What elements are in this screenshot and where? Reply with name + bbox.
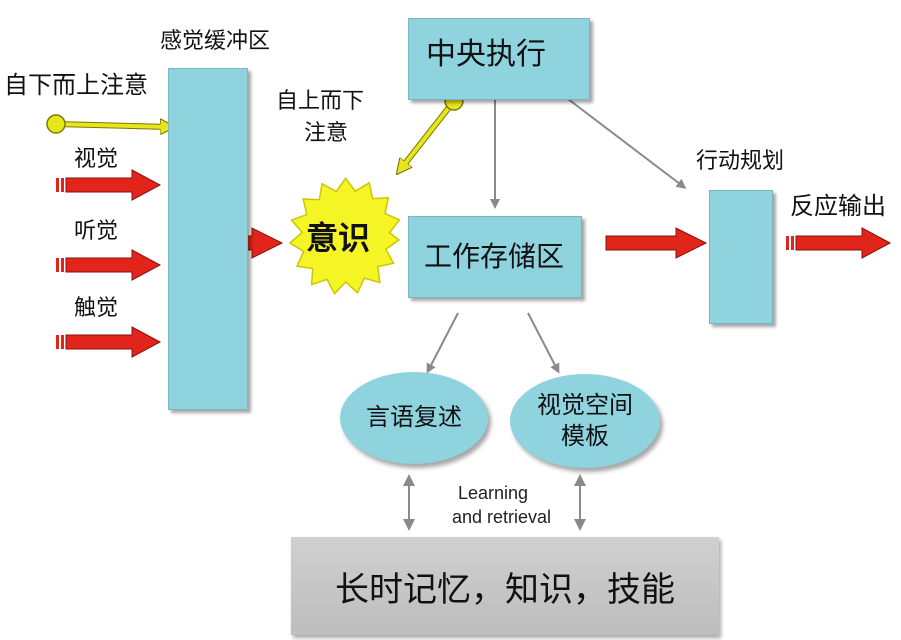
- verbal-rehearsal-label: 言语复述: [366, 403, 462, 432]
- verbal-rehearsal-node: 言语复述: [340, 372, 488, 464]
- touch-input-arrow: [56, 326, 162, 358]
- memory-to-visuospatial-arrow: [527, 312, 560, 374]
- bottom-up-attention-arrow: [46, 114, 170, 133]
- visuospatial-label-line1: 视觉空间: [537, 390, 633, 419]
- response-output-label: 反应输出: [790, 192, 886, 220]
- working-memory-box: [408, 216, 582, 298]
- visuospatial-ltm-double-arrow: [574, 474, 586, 531]
- memory-to-verbal-arrow: [426, 312, 459, 374]
- vision-label: 视觉: [74, 147, 119, 172]
- touch-label: 触觉: [74, 296, 119, 321]
- consciousness-label: 意识: [306, 219, 371, 257]
- action-planning-label: 行动规划: [696, 149, 785, 174]
- hearing-input-arrow: [56, 249, 162, 281]
- long-term-memory-box: 长时记忆，知识，技能: [291, 537, 719, 635]
- visuospatial-sketchpad-node: 视觉空间 模板: [510, 374, 660, 468]
- learning-retrieval-label-line2: and retrieval: [452, 507, 552, 527]
- hearing-label: 听觉: [74, 219, 119, 244]
- memory-to-planning-arrow: [605, 227, 708, 259]
- central-executive-box: [408, 18, 590, 100]
- consciousness-burst: [288, 177, 401, 295]
- top-down-attention-label-line2: 注意: [304, 121, 349, 146]
- bottom-up-attention-label: 自下而上注意: [4, 71, 148, 99]
- verbal-ltm-double-arrow: [403, 474, 415, 531]
- long-term-memory-label: 长时记忆，知识，技能: [335, 569, 675, 610]
- response-output-arrow: [786, 227, 892, 259]
- visuospatial-label-line2: 模板: [561, 422, 609, 450]
- learning-retrieval-label-line1: Learning: [458, 483, 529, 503]
- vision-input-arrow: [56, 169, 162, 201]
- action-planning-box: [709, 190, 773, 324]
- sensory-buffer-title: 感觉缓冲区: [160, 29, 271, 54]
- top-down-attention-label-line1: 自上而下: [276, 89, 365, 114]
- central-executive-label: 中央执行: [426, 37, 546, 72]
- working-memory-label: 工作存储区: [424, 240, 565, 273]
- visuospatial-label: 视觉空间 模板: [537, 390, 633, 452]
- top-down-attention-arrow: [400, 91, 464, 170]
- sensory-buffer-box: [168, 68, 248, 410]
- executive-to-planning-arrow: [567, 98, 687, 189]
